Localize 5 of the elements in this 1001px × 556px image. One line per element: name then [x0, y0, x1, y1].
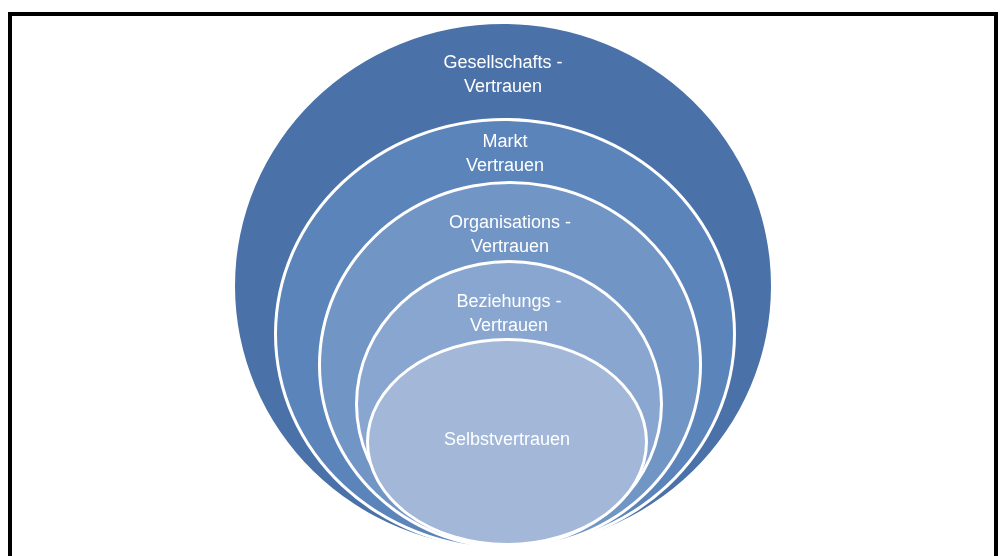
layer-label: Gesellschafts - Vertrauen — [442, 51, 564, 98]
layer-label: Selbstvertrauen — [442, 428, 572, 451]
layer-label: Organisations - Vertrauen — [447, 211, 573, 258]
layer-label: Markt Vertrauen — [464, 130, 546, 177]
layer-label: Beziehungs - Vertrauen — [455, 290, 563, 337]
